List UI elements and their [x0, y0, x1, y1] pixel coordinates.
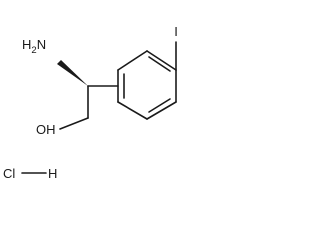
hydrogen-label: H: [48, 166, 57, 181]
chlorine-label: Cl: [3, 166, 15, 181]
ring-double-bond-2: [148, 56, 171, 72]
ring-double-bond-3: [148, 98, 171, 113]
amine-label: H2N: [22, 37, 46, 56]
benzene-ring: [117, 50, 177, 120]
wedge-bond-amine: [57, 60, 88, 86]
iodo-label: I: [174, 24, 178, 39]
ch2-to-oh-bond: [59, 117, 89, 130]
ring-bond-4: [146, 101, 177, 120]
chemical-structure: I H2N OH Cl H: [3, 24, 178, 181]
ring-bond-1: [117, 50, 148, 71]
ring-bond-5: [117, 101, 148, 120]
ring-bond-2: [146, 50, 177, 71]
hydroxyl-label: OH: [36, 122, 56, 137]
